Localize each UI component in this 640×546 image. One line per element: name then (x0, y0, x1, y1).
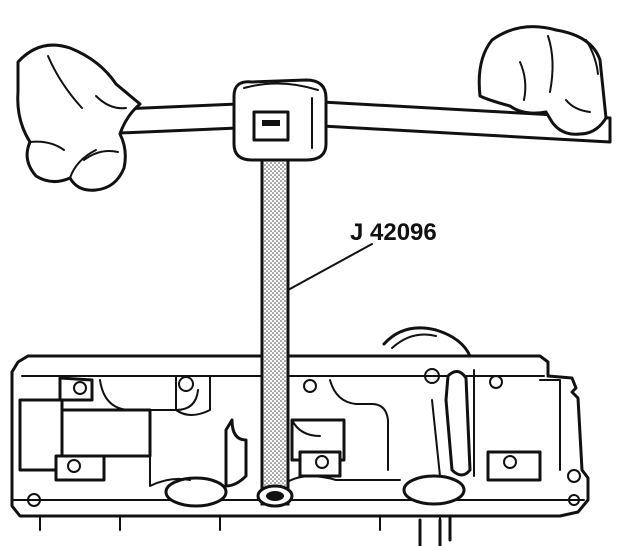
spark-plug-well-left (149, 375, 248, 508)
tap-shaft (256, 154, 294, 508)
callout: J 42096 (287, 219, 437, 291)
right-hand (477, 25, 608, 136)
tap-wrench-handle (94, 78, 612, 162)
cylinder-head (10, 326, 590, 546)
cam-tower-left (18, 376, 199, 482)
callout-label: J 42096 (350, 219, 437, 246)
callout-leader-line (287, 243, 373, 291)
left-hand (16, 43, 142, 192)
cam-tower-right (27, 326, 581, 507)
cam-tower-center (281, 379, 401, 487)
